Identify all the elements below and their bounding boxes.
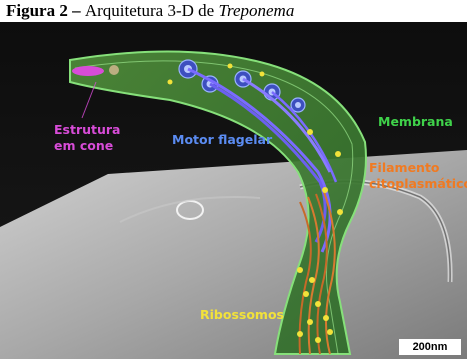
caption-prefix: Figura 2 – <box>6 1 85 20</box>
label-filamento-line-2: citoplasmático <box>369 176 467 192</box>
cone-granule <box>109 65 119 75</box>
label-ribossomos: Ribossomos <box>200 307 284 323</box>
label-estrutura-em-cone: Estrutura em cone <box>54 122 121 154</box>
cone-structure <box>72 66 104 76</box>
illustration-panel: Estrutura em cone Motor flagelar Membran… <box>0 22 467 359</box>
caption-genus: Treponema <box>218 1 294 20</box>
caption-text: Arquitetura 3-D de <box>85 1 219 20</box>
label-membrana: Membrana <box>378 114 453 130</box>
label-motor-flagelar: Motor flagelar <box>172 132 272 148</box>
figure-caption: Figura 2 – Arquitetura 3-D de Treponema <box>0 0 467 22</box>
label-cone-line-2: em cone <box>54 138 121 154</box>
scale-bar: 200nm <box>399 339 461 355</box>
label-cone-line-1: Estrutura <box>54 122 121 138</box>
label-filamento-line-1: Filamento <box>369 160 467 176</box>
label-filamento-citoplasmatico: Filamento citoplasmático <box>369 160 467 192</box>
